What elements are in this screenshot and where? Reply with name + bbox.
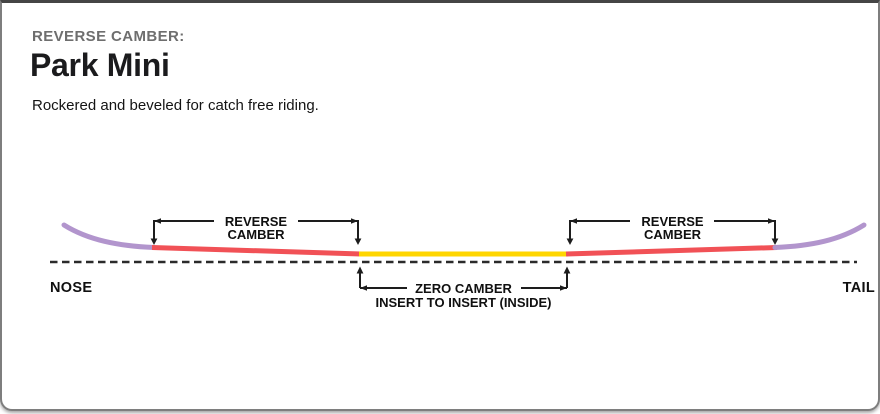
arrow-down-icon	[354, 238, 362, 245]
card-kicker: REVERSE CAMBER:	[32, 28, 185, 45]
arrow-down-icon	[566, 238, 574, 245]
page-title: Park Mini	[30, 47, 170, 83]
arrow-right-icon	[351, 218, 358, 224]
arrow-up-icon	[563, 266, 571, 274]
arrow-right-icon	[768, 218, 775, 224]
camber-diagram-svg	[50, 218, 867, 291]
arrow-left-icon	[360, 285, 367, 291]
insert-to-insert-label: INSERT TO INSERT (INSIDE)	[375, 295, 552, 310]
bracket-lines	[153, 220, 776, 289]
nose-label: NOSE	[50, 280, 93, 296]
reverse-camber-left-segment	[151, 245, 362, 257]
arrow-right-icon	[560, 285, 567, 291]
zero-camber-label: ZERO CAMBER	[415, 280, 512, 296]
reverse-camber-label-left: REVERSE CAMBER	[156, 215, 356, 241]
reverse-camber-label-line2: CAMBER	[643, 226, 702, 242]
tail-rocker-curve	[772, 222, 867, 250]
card-description: Rockered and beveled for catch free ridi…	[32, 97, 319, 114]
arrow-left-icon	[570, 218, 577, 224]
tail-label: TAIL	[842, 280, 875, 296]
arrow-down-icon	[771, 238, 779, 245]
reverse-camber-label-line1: REVERSE	[641, 213, 704, 229]
bracket-arrowheads	[150, 218, 779, 291]
nose-rocker-curve	[61, 222, 157, 250]
reverse-camber-label-line1: REVERSE	[224, 213, 288, 229]
arrow-left-icon	[154, 218, 161, 224]
reverse-camber-label-line2: CAMBER	[227, 226, 285, 242]
arrow-down-icon	[150, 238, 158, 245]
reverse-camber-label-right: REVERSE CAMBER	[572, 215, 773, 241]
arrow-up-icon	[356, 266, 364, 274]
camber-diagram: REVERSE CAMBER REVERSE CAMBER ZERO CAMBE…	[2, 193, 880, 333]
reverse-camber-right-segment	[565, 245, 778, 257]
